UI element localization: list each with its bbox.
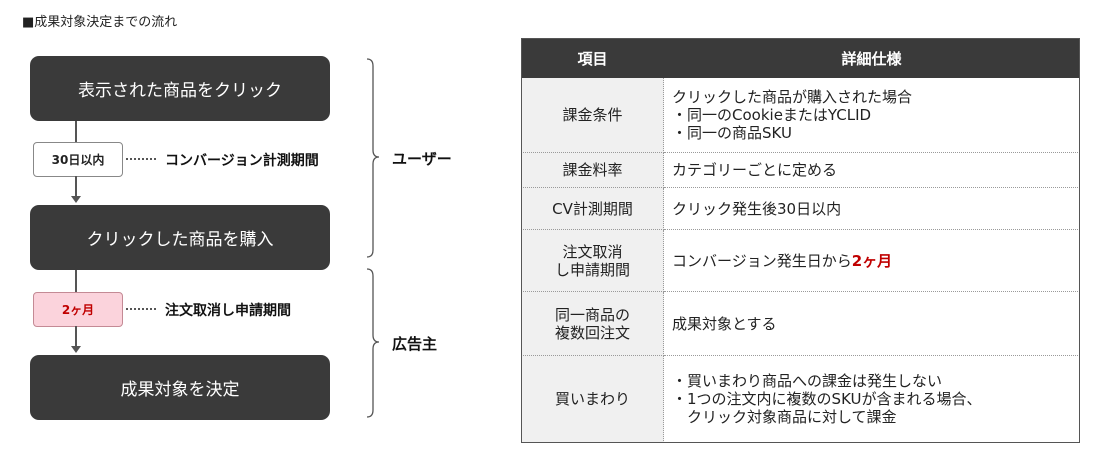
table-header-item: 項目	[521, 38, 664, 78]
arrow-down-icon	[71, 346, 81, 353]
table-row: 注文取消し申請期間 コンバージョン発生日から2ヶ月	[521, 229, 1080, 292]
table-row: 課金条件 クリックした商品が購入された場合 同一のCookieまたはYCLID …	[521, 77, 1080, 153]
row-item: 同一商品の複数回注文	[521, 291, 664, 356]
row-detail: クリック発生後30日以内	[663, 187, 1080, 230]
row-item: 買いまわり	[521, 355, 664, 443]
detail-bullet: 買いまわり商品への課金は発生しない	[672, 372, 1071, 390]
row-item: 課金料率	[521, 152, 664, 188]
table-row: 買いまわり 買いまわり商品への課金は発生しない 1つの注文内に複数のSKUが含ま…	[521, 355, 1080, 443]
dotted-leader	[126, 158, 156, 160]
flow-connector	[75, 121, 77, 149]
detail-bullet: 同一の商品SKU	[672, 124, 1071, 142]
row-detail: 成果対象とする	[663, 291, 1080, 356]
brace-user	[366, 58, 380, 258]
table-header-detail: 詳細仕様	[663, 38, 1080, 78]
group-label-advertiser: 広告主	[392, 335, 438, 353]
table-row: CV計測期間 クリック発生後30日以内	[521, 187, 1080, 230]
flow-connector	[75, 270, 77, 294]
period-label-cancel: 注文取消し申請期間	[165, 303, 291, 319]
flow-connector	[75, 176, 77, 196]
table-row: 課金料率 カテゴリーごとに定める	[521, 152, 1080, 188]
row-detail: カテゴリーごとに定める	[663, 152, 1080, 188]
row-item: 注文取消し申請期間	[521, 229, 664, 292]
detail-bullet: 同一のCookieまたはYCLID	[672, 106, 1071, 124]
spec-table: 項目 詳細仕様 課金条件 クリックした商品が購入された場合 同一のCookieま…	[521, 38, 1080, 443]
flow-step-purchase: クリックした商品を購入	[30, 205, 330, 270]
arrow-down-icon	[71, 196, 81, 203]
detail-bullet: 1つの注文内に複数のSKUが含まれる場合、クリック対象商品に対して課金	[672, 390, 1071, 426]
group-label-user: ユーザー	[392, 150, 452, 168]
row-item-text: 同一商品の複数回注文	[554, 305, 630, 342]
row-detail: クリックした商品が購入された場合 同一のCookieまたはYCLID 同一の商品…	[663, 77, 1080, 153]
dotted-leader	[126, 308, 156, 310]
detail-highlight: 2ヶ月	[851, 251, 893, 270]
detail-text: クリックした商品が購入された場合	[672, 88, 913, 106]
period-tag-2months: 2ヶ月	[33, 292, 123, 327]
row-detail: コンバージョン発生日から2ヶ月	[663, 229, 1080, 292]
row-detail: 買いまわり商品への課金は発生しない 1つの注文内に複数のSKUが含まれる場合、ク…	[663, 355, 1080, 443]
row-item-text: 注文取消し申請期間	[554, 242, 630, 279]
period-tag-30days: 30日以内	[33, 142, 123, 177]
flow-step-click: 表示された商品をクリック	[30, 56, 330, 121]
row-item: 課金条件	[521, 77, 664, 153]
flow-step-decide: 成果対象を決定	[30, 355, 330, 420]
detail-text: コンバージョン発生日から	[672, 251, 852, 270]
row-item: CV計測期間	[521, 187, 664, 230]
brace-advertiser	[366, 268, 380, 418]
table-row: 同一商品の複数回注文 成果対象とする	[521, 291, 1080, 356]
period-label-conversion: コンバージョン計測期間	[165, 153, 319, 169]
section-heading: ■成果対象決定までの流れ	[22, 15, 178, 30]
flow-connector	[75, 326, 77, 346]
